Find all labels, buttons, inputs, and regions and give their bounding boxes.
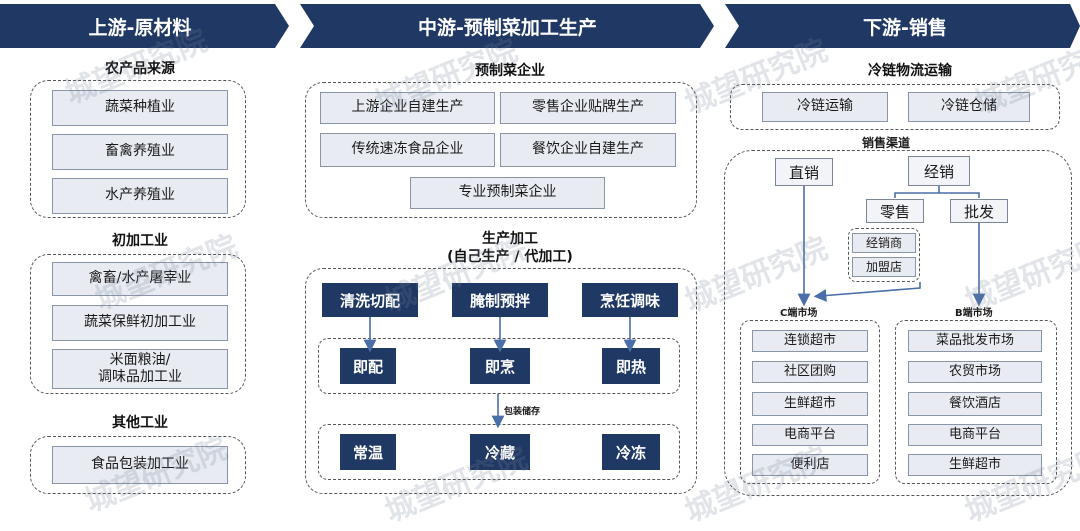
direct-sales: 直销: [775, 158, 833, 186]
primary-processing-group: [30, 254, 246, 394]
c-market-group: [740, 320, 880, 484]
product-0: 即配: [340, 348, 396, 384]
c-item-1: 社区团购: [752, 361, 868, 383]
other-industry-group: [30, 436, 246, 494]
primary-processing-title: 初加工业: [112, 233, 168, 249]
process-group: [305, 268, 697, 494]
step-1: 腌制预拌: [452, 283, 548, 317]
b-item-1: 农贸市场: [908, 361, 1042, 383]
enterprise-0: 上游企业自建生产: [320, 92, 495, 124]
storage-1: 冷藏: [470, 434, 530, 470]
storage-2: 冷冻: [602, 434, 660, 470]
enterprise-2: 传统速冻食品企业: [320, 133, 495, 167]
agri-item-1: 畜禽养殖业: [52, 134, 228, 170]
channel-title: 销售渠道: [862, 136, 911, 150]
b-item-3: 电商平台: [908, 424, 1042, 446]
retail-item-0: 经销商: [852, 233, 916, 253]
process-subtitle: (自己生产 / 代加工): [447, 249, 573, 265]
other-industry-title: 其他工业: [112, 415, 168, 431]
header-midstream: 中游-预制菜加工生产: [418, 16, 597, 39]
header-downstream: 下游-销售: [863, 16, 947, 39]
enterprise-3: 餐饮企业自建生产: [500, 133, 676, 167]
storage-0: 常温: [340, 434, 396, 470]
agri-item-0: 蔬菜种植业: [52, 90, 228, 126]
c-item-4: 便利店: [752, 454, 868, 476]
c-item-0: 连锁超市: [752, 330, 868, 352]
header-upstream: 上游-原材料: [88, 16, 192, 39]
b-item-2: 餐饮酒店: [908, 392, 1042, 416]
products-group: [318, 338, 680, 394]
step-2: 烹饪调味: [582, 283, 678, 317]
cold-item-0: 冷链运输: [762, 92, 888, 122]
primary-item-2: 米面粮油/ 调味品加工业: [52, 349, 228, 389]
enterprise-title: 预制菜企业: [475, 63, 545, 79]
c-item-3: 电商平台: [752, 424, 868, 446]
enterprise-1: 零售企业贴牌生产: [500, 92, 676, 124]
cold-item-1: 冷链仓储: [908, 92, 1030, 122]
wholesale: 批发: [950, 199, 1008, 223]
b-market-group: [895, 320, 1057, 484]
channel-group: [724, 150, 1072, 496]
c-market-title: C端市场: [780, 308, 818, 319]
retail-item-1: 加盟店: [852, 257, 916, 277]
primary-item-0: 禽畜/水产屠宰业: [52, 262, 228, 296]
cold-chain-group: [730, 84, 1060, 130]
primary-item-1: 蔬菜保鲜初加工业: [52, 305, 228, 341]
b-item-4: 生鲜超市: [908, 454, 1042, 476]
agri-source-group: [30, 80, 246, 218]
retail: 零售: [866, 199, 924, 223]
step-0: 清洗切配: [322, 283, 418, 317]
process-title: 生产加工: [482, 231, 538, 247]
c-item-2: 生鲜超市: [752, 392, 868, 416]
b-market-title: B端市场: [955, 308, 993, 319]
distribution: 经销: [908, 156, 970, 186]
product-2: 即热: [602, 348, 660, 384]
retail-subgroup: [848, 228, 920, 282]
cold-chain-title: 冷链物流运输: [868, 63, 952, 79]
storage-label: 包装储存: [504, 407, 541, 417]
agri-source-title: 农产品来源: [105, 61, 175, 77]
product-1: 即烹: [470, 348, 530, 384]
b-item-0: 菜品批发市场: [908, 330, 1042, 352]
enterprise-group: [305, 82, 697, 218]
agri-item-2: 水产养殖业: [52, 178, 228, 214]
enterprise-4: 专业预制菜企业: [410, 177, 605, 209]
other-item-0: 食品包装加工业: [52, 446, 228, 484]
